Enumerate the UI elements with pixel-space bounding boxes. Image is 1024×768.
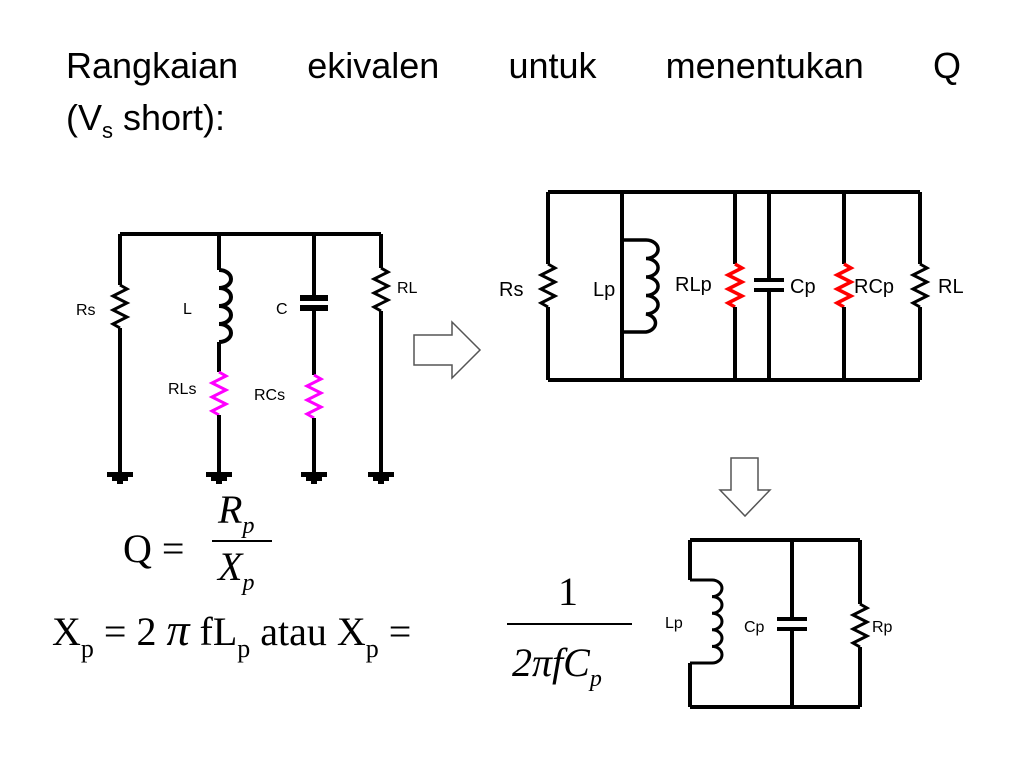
label-c: C bbox=[276, 301, 288, 318]
title-word: Rangkaian bbox=[66, 45, 239, 86]
title-word: menentukan bbox=[665, 45, 864, 86]
rs-resistor bbox=[537, 262, 559, 309]
title-line-2: (Vs short): bbox=[66, 97, 226, 144]
inductor-l bbox=[218, 268, 233, 344]
parallel-equivalent-circuit bbox=[537, 190, 931, 382]
reduced-labels: Lp Cp Rp bbox=[665, 615, 893, 636]
rlp-resistor bbox=[724, 262, 746, 309]
original-circuit bbox=[109, 232, 392, 468]
ground-icon bbox=[366, 464, 396, 486]
xp-fraction-numerator: 1 bbox=[558, 569, 578, 614]
q-equation: Q = Rp Xp bbox=[123, 487, 272, 596]
q-denominator: Xp bbox=[216, 544, 254, 596]
rcs-resistor bbox=[303, 373, 325, 420]
label-rp: Rp bbox=[872, 619, 893, 636]
label-cp: Cp bbox=[744, 619, 765, 636]
label-lp: Lp bbox=[593, 279, 615, 301]
rls-resistor bbox=[208, 370, 230, 417]
rl-resistor bbox=[370, 266, 392, 313]
q-numerator: Rp bbox=[217, 487, 254, 539]
label-rlp: RLp bbox=[675, 274, 712, 296]
inductor-lp bbox=[690, 578, 724, 665]
ground-icon bbox=[105, 464, 135, 486]
label-lp: Lp bbox=[665, 615, 683, 632]
rl-resistor bbox=[909, 262, 931, 309]
right-arrow-icon bbox=[413, 320, 482, 380]
rp-resistor bbox=[849, 602, 871, 649]
label-rl: RL bbox=[397, 280, 418, 297]
inductor-lp bbox=[622, 238, 660, 334]
title-line-1: Rangkaian ekivalen untuk menentukan Q bbox=[66, 40, 961, 92]
label-rl: RL bbox=[938, 276, 964, 298]
title-word: ekivalen bbox=[307, 45, 440, 86]
down-arrow-icon bbox=[718, 457, 772, 518]
xp-equation: Xp = 2 π fLp atau Xp = 1 2πfCp bbox=[52, 569, 632, 692]
xp-fraction-denominator: 2πfCp bbox=[512, 640, 602, 692]
rcp-resistor bbox=[833, 262, 855, 309]
label-l: L bbox=[183, 301, 192, 318]
original-labels: Rs L C RL RLs RCs bbox=[76, 280, 418, 404]
label-rs: Rs bbox=[499, 279, 523, 301]
reduced-circuit bbox=[688, 538, 871, 709]
label-rs: Rs bbox=[76, 302, 96, 319]
ground-symbols bbox=[105, 464, 396, 486]
label-rcs: RCs bbox=[254, 387, 285, 404]
xp-formula-inductive: Xp = 2 π fLp atau Xp = bbox=[52, 604, 411, 663]
rs-resistor bbox=[109, 283, 131, 330]
title-word: untuk bbox=[508, 45, 597, 86]
label-rcp: RCp bbox=[854, 276, 894, 298]
label-cp: Cp bbox=[790, 276, 816, 298]
label-rls: RLs bbox=[168, 381, 196, 398]
parallel-labels: Rs Lp RLp Cp RCp RL bbox=[499, 274, 964, 301]
ground-icon bbox=[299, 464, 329, 486]
q-lhs: Q = bbox=[123, 526, 184, 571]
slide-title: Rangkaian ekivalen untuk menentukan Q (V… bbox=[66, 40, 966, 157]
title-word: Q bbox=[932, 45, 961, 86]
ground-icon bbox=[204, 464, 234, 486]
